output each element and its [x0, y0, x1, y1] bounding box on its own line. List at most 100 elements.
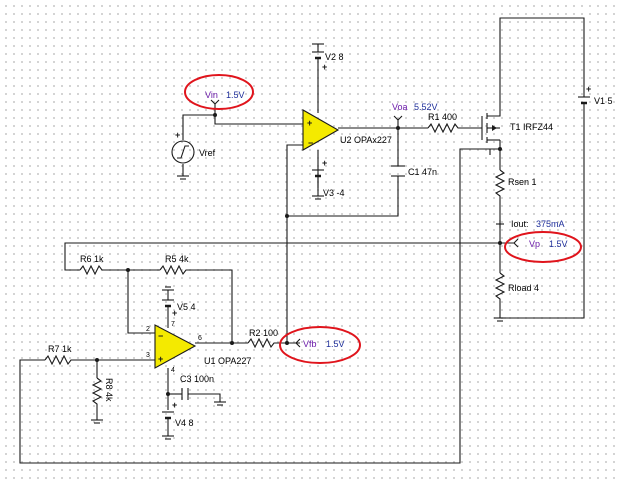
resistor-r5[interactable]: R5 4k [159, 254, 189, 276]
ground-symbols [91, 43, 506, 440]
junctions [95, 113, 502, 396]
ground-icon [214, 401, 226, 406]
probe-voa-name: Voa [392, 102, 408, 112]
probe-vp-value: 1.5V [549, 239, 568, 249]
wire-v1-return [500, 110, 585, 319]
opamp-u2[interactable]: + − U2 OPAx227 [302, 109, 392, 151]
resistor-r8[interactable]: R8 4k [91, 377, 114, 406]
opamp-u2-label: U2 OPAx227 [340, 135, 392, 145]
battery-v5-label: V5 4 [177, 302, 196, 312]
resistor-r6-label: R6 1k [80, 254, 104, 264]
wire-r5-out [187, 269, 233, 343]
svg-text:+: + [307, 118, 312, 128]
opamp-u2-body [302, 109, 340, 151]
resistor-r1[interactable]: R1 400 [427, 112, 460, 134]
probe-vfb-name: Vfb [303, 339, 317, 349]
resistor-r7[interactable]: R7 1k [44, 344, 72, 366]
probe-arrow-icon [210, 99, 220, 115]
resistor-rload-label: Rload 4 [508, 283, 539, 293]
opamp-u1-label: U1 OPA227 [204, 356, 251, 366]
junction-c1-fb [285, 214, 289, 218]
resistor-r2[interactable]: R2 100 [247, 328, 278, 349]
resistor-rsen-label: Rsen 1 [508, 177, 537, 187]
u1-pin-4: 4 [171, 367, 175, 374]
probe-vfb[interactable]: Vfb 1.5V [287, 338, 345, 349]
probe-voa-value: 5.52V [414, 102, 438, 112]
source-vref[interactable]: Vref + [171, 130, 216, 164]
junction-source [498, 147, 502, 151]
current-probe-iout[interactable]: Iout: 375mA [496, 219, 565, 229]
battery-v5[interactable]: + V5 4 [162, 299, 196, 318]
wire-vp-r6 [64, 242, 500, 271]
ground-icon [162, 435, 174, 440]
resistor-rsen[interactable]: Rsen 1 [494, 169, 537, 198]
probe-vin-name: Vin [205, 90, 218, 100]
u1-pin-6: 6 [198, 335, 202, 342]
resistor-r5-label: R5 4k [165, 254, 189, 264]
battery-v4[interactable]: + V4 8 [162, 400, 194, 428]
ground-icon [312, 195, 324, 200]
source-vref-label: Vref [199, 148, 216, 158]
wire-sense-loop [19, 148, 500, 464]
resistor-r1-label: R1 400 [428, 112, 457, 122]
battery-v3-label: V3 -4 [323, 188, 345, 198]
probe-voa[interactable]: Voa 5.52V [392, 102, 438, 128]
probe-arrow-icon [287, 338, 301, 348]
battery-v3[interactable]: + V3 -4 [312, 158, 345, 198]
svg-text:+: + [172, 400, 177, 410]
resistor-r7-label: R7 1k [48, 344, 72, 354]
highlight-ring-vp [504, 231, 582, 263]
wire-c1-bottom [287, 176, 399, 217]
svg-text:−: − [308, 138, 313, 148]
capacitor-c1[interactable]: C1 47n [391, 165, 437, 177]
ground-icon [177, 175, 189, 180]
wire-vin-vref [182, 114, 215, 140]
resistor-r2-label: R2 100 [249, 328, 278, 338]
junction-r7-r8 [95, 358, 99, 362]
battery-v2[interactable]: + V2 8 [312, 44, 344, 72]
iout-name: Iout: [511, 219, 529, 229]
probe-vfb-value: 1.5V [326, 339, 345, 349]
junction-c3 [166, 392, 170, 396]
u1-pin-2: 2 [146, 326, 150, 333]
svg-text:+: + [172, 308, 177, 318]
wire-c3-right [188, 393, 221, 402]
wire-u1-minus [127, 270, 155, 334]
svg-text:+: + [322, 62, 327, 72]
svg-text:−: − [158, 331, 163, 341]
opamp-u1[interactable]: − + 2 3 6 7 4 U1 OPA227 [146, 321, 251, 374]
wires [19, 17, 585, 464]
highlight-ring-vin [184, 74, 254, 110]
u1-pin-7: 7 [171, 321, 175, 328]
battery-v4-label: V4 8 [175, 418, 194, 428]
u1-pin-3: 3 [146, 352, 150, 359]
mosfet-t1-label: T1 IRFZ44 [510, 122, 553, 132]
resistor-rload[interactable]: Rload 4 [494, 272, 539, 300]
resistor-r8-label: R8 4k [104, 378, 114, 402]
svg-text:+: + [586, 84, 591, 94]
highlight-ring-vfb [279, 326, 361, 364]
resistor-r6[interactable]: R6 1k [79, 254, 104, 276]
battery-v1-label: V1 5 [594, 96, 613, 106]
probe-arrow-icon [393, 115, 403, 128]
svg-text:+: + [175, 130, 180, 140]
battery-v2-label: V2 8 [325, 52, 344, 62]
capacitor-c3-label: C3 100n [180, 374, 214, 384]
capacitor-c3[interactable]: C3 100n [180, 374, 214, 400]
junction-u1-out [230, 341, 234, 345]
mosfet-t1[interactable]: T1 IRFZ44 [481, 110, 553, 143]
ground-icon [162, 286, 174, 291]
wire-drain-v1 [499, 17, 585, 110]
probe-vin[interactable]: Vin 1.5V [205, 90, 245, 115]
battery-v1[interactable]: + V1 5 [578, 84, 613, 110]
wire-u2-minus-vfb [286, 144, 303, 343]
svg-text:+: + [322, 158, 327, 168]
highlight-rings [184, 74, 582, 364]
probe-vp-name: Vp [529, 239, 540, 249]
capacitor-c1-label: C1 47n [408, 167, 437, 177]
opamp-u1-body [154, 324, 197, 369]
iout-value: 375mA [536, 219, 565, 229]
probe-vin-value: 1.5V [226, 90, 245, 100]
ground-icon [91, 419, 103, 424]
